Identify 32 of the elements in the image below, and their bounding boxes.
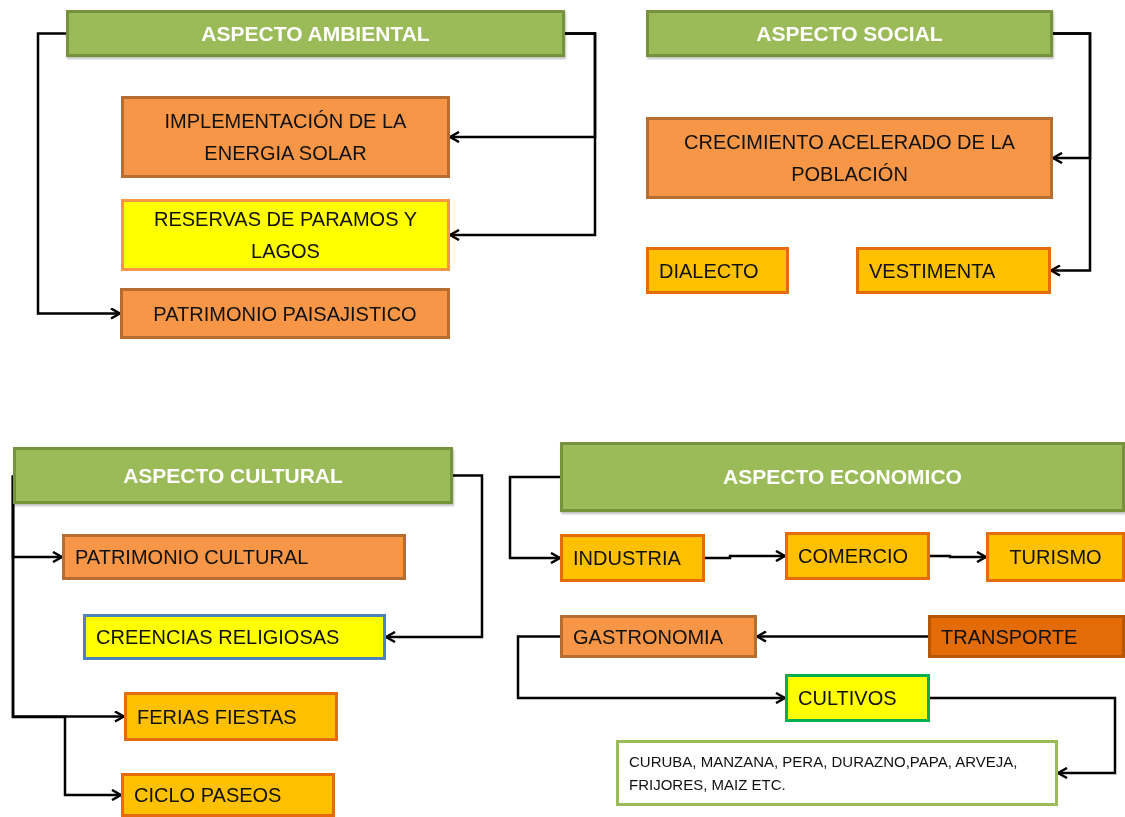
connector-arrow bbox=[1049, 32, 1092, 277]
category-header: ASPECTO SOCIAL bbox=[646, 10, 1053, 57]
topic-box: RESERVAS DE PARAMOS Y LAGOS bbox=[121, 199, 450, 271]
topic-box: IMPLEMENTACIÓN DE LA ENERGIA SOLAR bbox=[121, 96, 450, 178]
topic-box: FERIAS FIESTAS bbox=[124, 692, 338, 741]
connector-arrow bbox=[36, 32, 122, 320]
connector-arrow bbox=[930, 696, 1117, 780]
category-header: ASPECTO AMBIENTAL bbox=[66, 10, 565, 57]
topic-box: GASTRONOMIA bbox=[560, 615, 757, 658]
connector-arrow bbox=[448, 32, 597, 242]
connector-arrow bbox=[516, 635, 787, 705]
topic-box: VESTIMENTA bbox=[856, 247, 1051, 294]
connector-arrow bbox=[930, 550, 988, 564]
topic-box: INDUSTRIA bbox=[560, 534, 705, 582]
topic-box: CREENCIAS RELIGIOSAS bbox=[83, 614, 386, 660]
list-box: CURUBA, MANZANA, PERA, DURAZNO,PAPA, ARVEJA, FRIJORES, MAIZ ETC. bbox=[616, 740, 1058, 806]
topic-box: CICLO PASEOS bbox=[121, 773, 335, 817]
connector-arrow bbox=[384, 474, 484, 644]
topic-box: TRANSPORTE bbox=[928, 615, 1125, 658]
topic-box: TURISMO bbox=[986, 532, 1125, 582]
topic-box: PATRIMONIO PAISAJISTICO bbox=[120, 288, 450, 339]
connector-arrow bbox=[11, 474, 123, 802]
topic-box: COMERCIO bbox=[785, 532, 930, 580]
topic-box: DIALECTO bbox=[646, 247, 789, 294]
connector-arrow bbox=[508, 475, 562, 565]
topic-box: PATRIMONIO CULTURAL bbox=[62, 534, 406, 580]
category-header: ASPECTO CULTURAL bbox=[13, 447, 453, 504]
category-header: ASPECTO ECONOMICO bbox=[560, 442, 1125, 512]
connector-arrow bbox=[705, 549, 787, 563]
topic-box: CRECIMIENTO ACELERADO DE LA POBLACIÓN bbox=[646, 117, 1053, 199]
topic-box: CULTIVOS bbox=[785, 674, 930, 722]
connector-arrow bbox=[755, 630, 930, 643]
